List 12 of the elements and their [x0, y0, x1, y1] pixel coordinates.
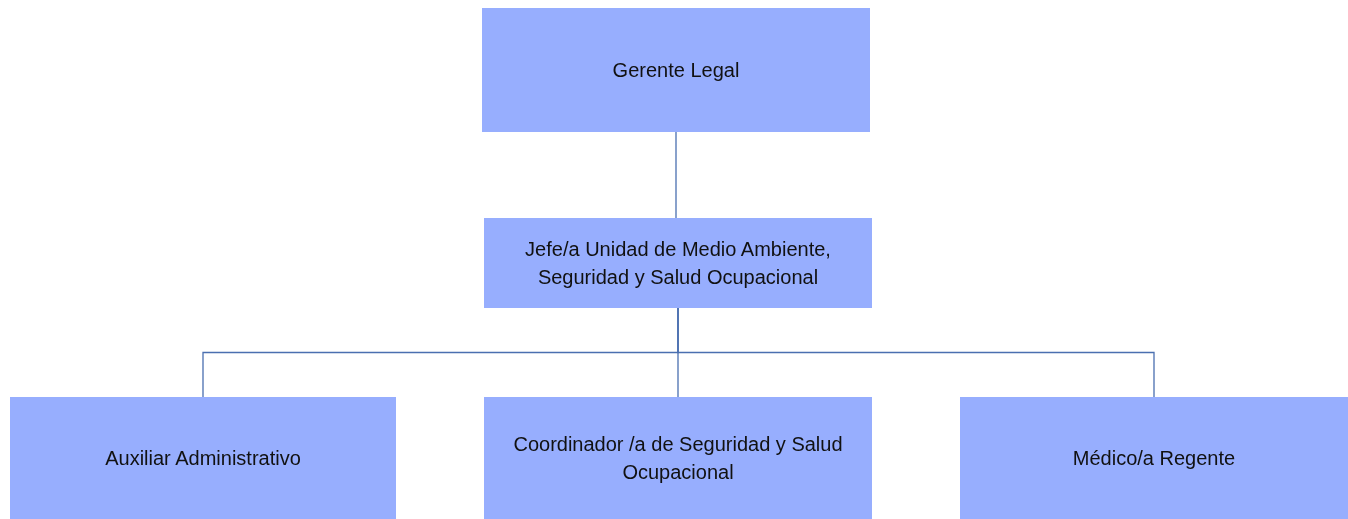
- position-box: [482, 8, 870, 132]
- connector-line: [677, 307, 1155, 398]
- position-box: [960, 397, 1348, 519]
- position-box: [484, 397, 872, 519]
- position-title: Coordinador /a de Seguridad y Salud Ocupacional: [512, 432, 844, 485]
- position-box: [484, 218, 872, 308]
- position-title: Gerente Legal: [612, 58, 740, 83]
- position-title: Médico/a Regente: [1072, 446, 1236, 471]
- position-title: Auxiliar Administrativo: [105, 446, 301, 471]
- position-box: [10, 397, 396, 519]
- connector-line: [675, 131, 677, 219]
- position-title: Jefe/a Unidad de Medio Ambiente, Seguridad y Salud Ocupacional: [524, 237, 832, 290]
